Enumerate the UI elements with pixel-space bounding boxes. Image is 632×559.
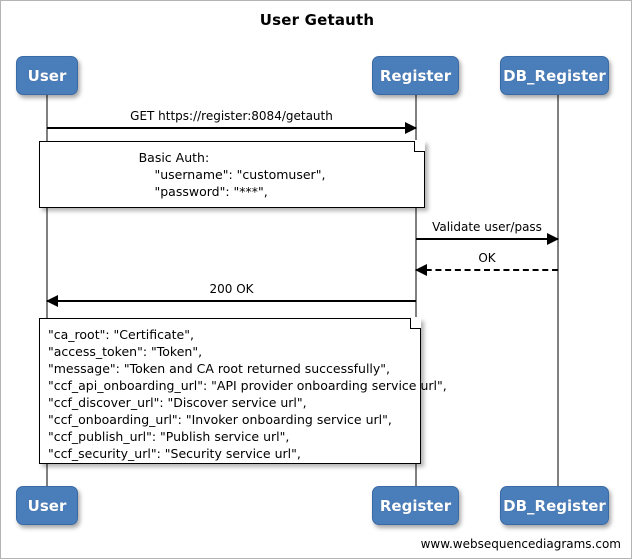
message-line — [47, 300, 416, 302]
actor-db-register-bottom[interactable]: DB_Register — [500, 486, 609, 525]
note-line: "username": "customuser", — [138, 167, 326, 182]
actor-register-top[interactable]: Register — [372, 56, 459, 95]
lifeline-register — [415, 94, 417, 486]
note-text: "ca_root": "Certificate", "access_token"… — [48, 326, 447, 462]
note-text: Basic Auth: "username": "customuser", "p… — [139, 149, 326, 200]
note-line: "ca_root": "Certificate", — [48, 327, 194, 342]
note-line: "ccf_security_url": "Security service ur… — [48, 446, 301, 461]
message-label: GET https://register:8084/getauth — [130, 109, 333, 123]
note-line: Basic Auth: — [138, 150, 210, 165]
note-basic-auth: Basic Auth: "username": "customuser", "p… — [39, 140, 425, 208]
actor-label: User — [27, 496, 67, 515]
message-label: Validate user/pass — [432, 220, 542, 234]
actor-user-bottom[interactable]: User — [16, 486, 78, 525]
arrowhead-right-icon — [547, 233, 559, 245]
actor-label: DB_Register — [503, 496, 606, 515]
actor-db-register-top[interactable]: DB_Register — [500, 56, 609, 95]
watermark-url: www.websequencediagrams.com — [420, 537, 621, 551]
arrowhead-left-icon — [415, 264, 427, 276]
note-fold-corner-icon — [410, 317, 421, 329]
note-line: "ccf_publish_url": "Publish service url"… — [48, 429, 290, 444]
note-line: "access_token": "Token", — [48, 344, 203, 359]
page-title: User Getauth — [259, 11, 375, 29]
actor-user-top[interactable]: User — [16, 56, 78, 95]
note-line: "ccf_api_onboarding_url": "API provider … — [48, 378, 447, 393]
note-line: "ccf_discover_url": "Discover service ur… — [48, 395, 307, 410]
message-line — [416, 269, 558, 271]
lifeline-user — [46, 94, 48, 486]
arrowhead-right-icon — [405, 122, 417, 134]
note-line: "message": "Token and CA root returned s… — [48, 361, 391, 376]
arrowhead-left-icon — [46, 295, 58, 307]
note-line: "password": "***", — [138, 184, 268, 199]
message-line — [47, 127, 416, 129]
note-response-payload: "ca_root": "Certificate", "access_token"… — [39, 317, 447, 464]
message-label: OK — [478, 251, 496, 265]
actor-label: DB_Register — [503, 66, 606, 85]
message-label: 200 OK — [209, 282, 254, 296]
note-line: "ccf_onboarding_url": "Invoker onboardin… — [48, 412, 392, 427]
message-line — [416, 238, 558, 240]
actor-label: User — [27, 66, 67, 85]
actor-label: Register — [379, 66, 452, 85]
note-fold-corner-icon — [414, 140, 425, 152]
actor-register-bottom[interactable]: Register — [372, 486, 459, 525]
lifeline-db-register — [557, 94, 559, 486]
actor-label: Register — [379, 496, 452, 515]
